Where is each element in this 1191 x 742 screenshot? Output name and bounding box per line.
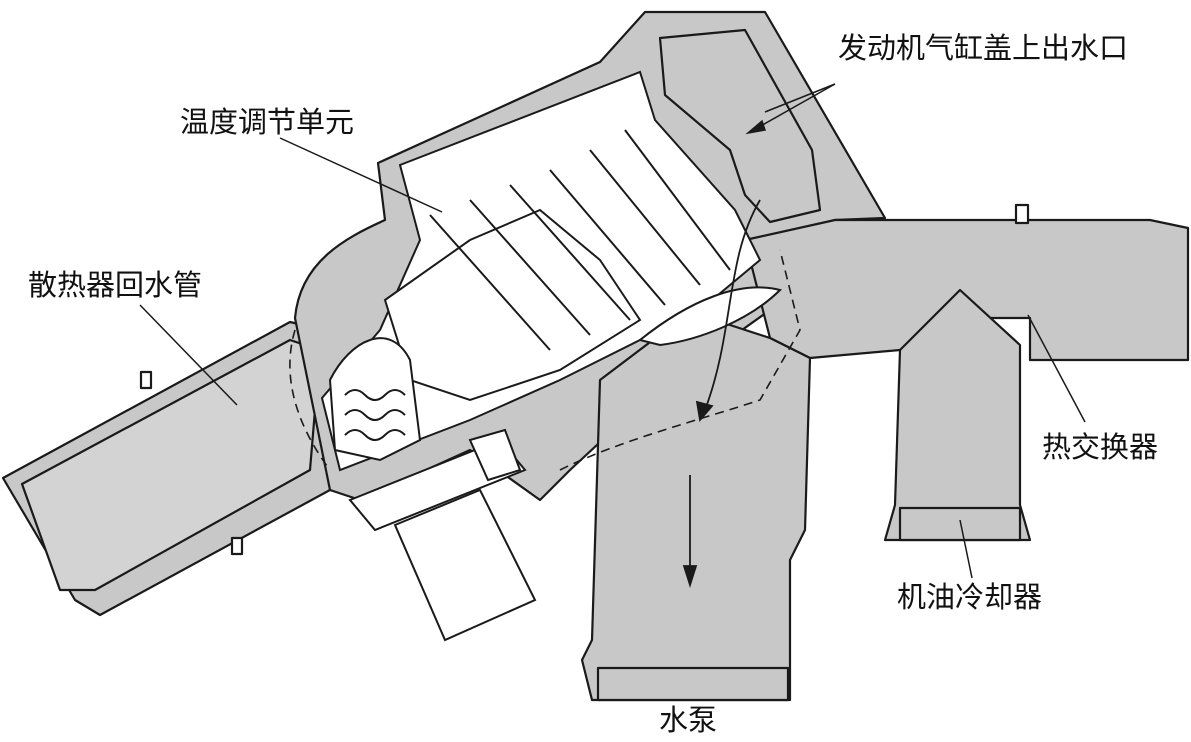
hidden-lines xyxy=(289,249,801,471)
leader-heat-exchanger xyxy=(1027,314,1086,423)
electrical-connector xyxy=(348,428,537,642)
flow-arrow-pump xyxy=(704,199,761,411)
label-heat-exchanger: 热交换器 xyxy=(1042,430,1159,464)
thermostat-spring xyxy=(429,129,731,351)
heat-exchanger-stub xyxy=(1014,203,1030,225)
outlet-chamber-shape xyxy=(658,28,822,224)
pipe-nub-top xyxy=(139,370,153,390)
bellows xyxy=(344,389,406,441)
pipe-nub-bottom xyxy=(230,536,244,556)
label-cylinder-head-outlet: 发动机气缸盖上出水口 xyxy=(838,31,1129,65)
flow-arrow-down-head xyxy=(682,565,698,588)
label-thermostat-unit: 温度调节单元 xyxy=(180,105,355,139)
flow-arrow-pump-head xyxy=(695,400,714,423)
leader-outlet-arrowhead xyxy=(745,119,766,135)
label-oil-cooler: 机油冷却器 xyxy=(897,580,1043,614)
thermostat-body xyxy=(383,208,642,402)
leader-outlet-a xyxy=(764,83,836,113)
oil-cooler-flange xyxy=(898,506,1022,542)
leader-outlet-b xyxy=(749,83,836,133)
leader-radiator xyxy=(139,304,238,406)
oil-cooler-pipe-shape xyxy=(883,288,1032,542)
flow-arrows xyxy=(682,199,761,588)
leader-lines xyxy=(139,83,1086,579)
water-pump-pipe-shape xyxy=(580,310,812,702)
label-radiator-return-pipe: 散热器回水管 xyxy=(28,268,203,302)
leader-oil-cooler xyxy=(959,519,973,579)
water-pump-flange xyxy=(596,666,790,702)
label-water-pump: 水泵 xyxy=(659,703,718,737)
internal-cutaway xyxy=(320,70,782,642)
valve-disc xyxy=(637,286,782,347)
radiator-pipe-inner xyxy=(20,338,322,592)
leader-thermostat xyxy=(279,137,443,213)
